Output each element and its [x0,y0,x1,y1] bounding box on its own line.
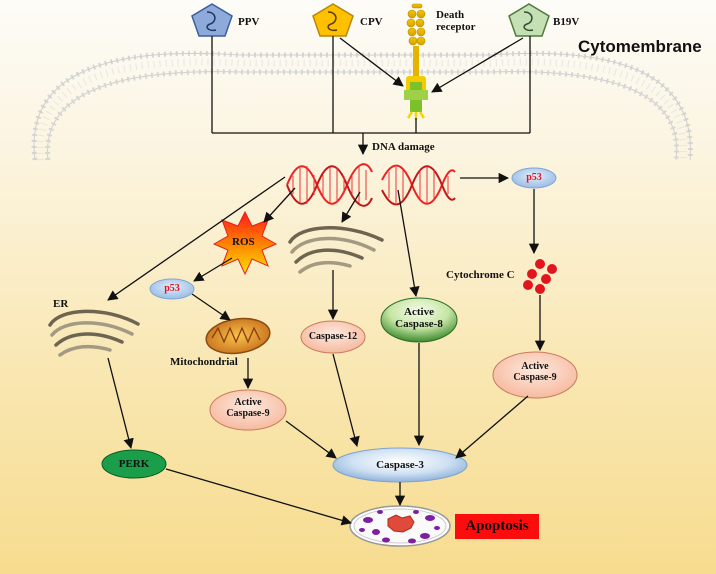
er-icon [48,309,140,357]
p53-right-label: p53 [526,172,542,183]
cytochrome-c-label: Cytochrome C [446,269,515,281]
ppv-label: PPV [238,16,260,28]
caspase-12-label: Caspase-12 [308,331,358,342]
cpv-label: CPV [360,16,383,28]
p53-left-node [149,278,195,300]
active-caspase-8-node [380,297,458,343]
caspase-12-node [300,320,366,354]
virus-connectors [211,36,531,156]
cytomembrane [31,50,693,161]
active-caspase-8-label: Active Caspase-8 [395,306,443,331]
ros-burst-icon [212,210,278,276]
active-caspase-9-right-label: Active Caspase-9 [513,361,557,383]
ros-label: ROS [232,236,255,248]
perk-label: PERK [118,458,150,470]
virus-ppv-icon [191,3,233,37]
p53-right-node [511,167,557,189]
er-label: ER [53,298,69,310]
golgi-icon [288,226,384,274]
active-caspase-9-right-node [492,351,578,399]
dna-damage-label: DNA damage [372,141,435,153]
dna-helix-icon [286,163,456,207]
apoptotic-cell-icon [349,505,451,547]
pathway-arrows [107,172,546,526]
p53-left-label: p53 [164,283,180,294]
apoptosis-label: Apoptosis [455,514,539,539]
death-receptor-label: Death receptor [436,9,476,34]
cytochrome-c-icon [523,259,557,294]
perk-node [101,449,167,479]
active-caspase-9-left-node [209,389,287,431]
active-caspase-9-left-label: Active Caspase-9 [226,397,270,419]
caspase-3-label: Caspase-3 [376,459,424,471]
mitochondrion-icon [205,317,271,355]
virus-b19v-icon [508,3,550,37]
mitochondrial-label: Mitochondrial [170,356,238,368]
cytomembrane-label: Cytomembrane [578,37,702,56]
death-receptor-icon [404,3,428,120]
b19v-label: B19V [553,16,580,28]
virus-cpv-icon [312,3,354,37]
